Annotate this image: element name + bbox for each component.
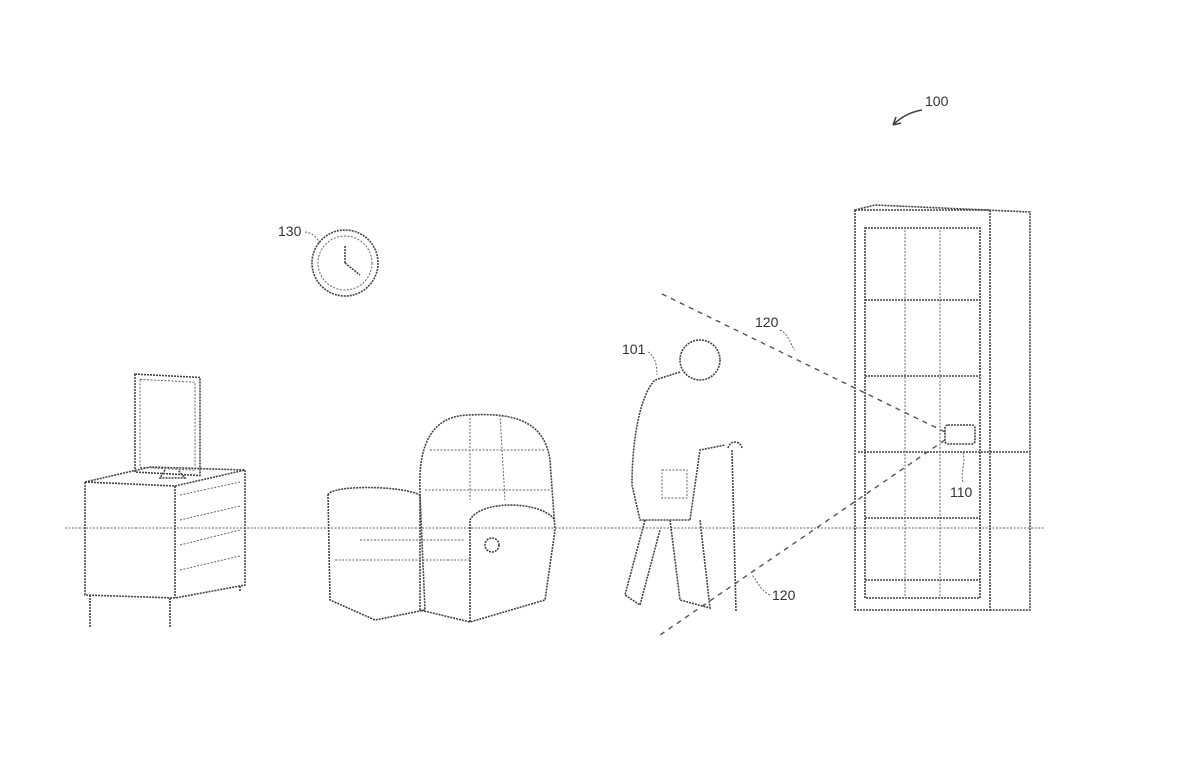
field-boundary-upper [659, 292, 946, 433]
dresser [84, 466, 246, 628]
armchair [327, 413, 556, 623]
wall-clock [311, 229, 379, 297]
tv [134, 373, 201, 479]
label-100: 100 [925, 93, 949, 109]
label-101: 101 [622, 341, 646, 357]
bookshelf [854, 204, 1031, 611]
field-boundary-lower [659, 439, 946, 636]
label-110: 110 [950, 484, 973, 500]
label-120-lower: 120 [772, 587, 796, 603]
sensor-device [944, 424, 976, 445]
reference-labels: 100 130 101 120 120 110 [278, 93, 973, 603]
label-130: 130 [278, 223, 302, 239]
label-120-upper: 120 [755, 314, 779, 330]
elderly-person-with-cane [624, 339, 743, 613]
